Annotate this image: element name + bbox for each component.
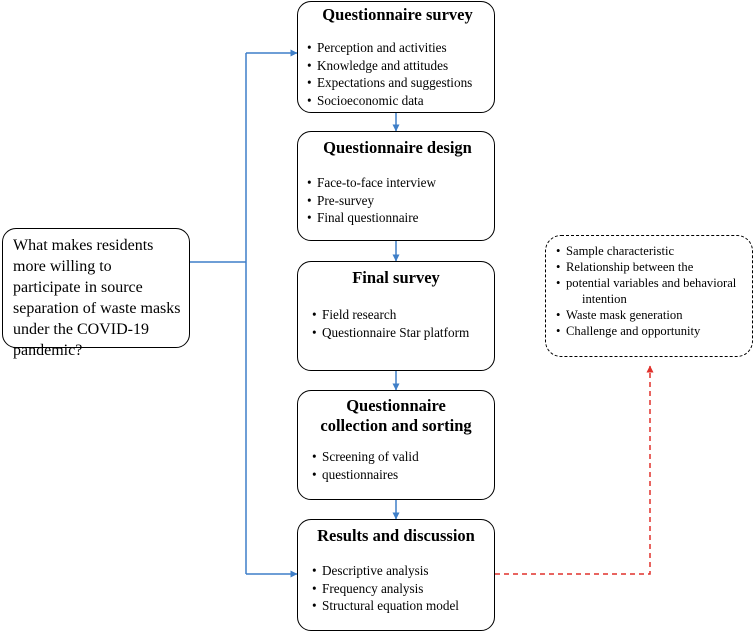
list-item: Field research [312,306,488,324]
outcome-item-continued: potential variables and behavioral [556,275,744,291]
outcomes-box: Sample characteristic Relationship betwe… [545,235,753,357]
list-item: Frequency analysis [312,580,488,598]
outcome-item: Waste mask generation [556,307,744,323]
step-title-line-2: collection and sorting [320,416,472,435]
list-item: Socioeconomic data [307,92,488,110]
list-item-continued: questionnaires [312,466,488,484]
list-item: Knowledge and attitudes [307,57,488,75]
outcome-item-continued: intention [582,292,627,306]
list-item: Final questionnaire [307,209,488,227]
research-question-text: What makes residents more willing to par… [13,237,181,359]
step-final-survey: Final survey Field research Questionnair… [297,261,495,371]
list-item: Perception and activities [307,39,488,57]
list-item: Screening of valid [312,448,488,466]
list-item: Face-to-face interview [307,174,488,192]
feedback-dashed-arrow [495,365,654,575]
step-results-discussion: Results and discussion Descriptive analy… [297,519,495,631]
list-item: Descriptive analysis [312,562,488,580]
research-question-box: What makes residents more willing to par… [2,228,190,359]
list-item: Expectations and suggestions [307,74,488,92]
step-title-line-1: Questionnaire [346,396,446,415]
step-collection-sorting: Questionnaire collection and sorting Scr… [297,390,495,500]
step-questionnaire-design: Questionnaire design Face-to-face interv… [297,131,495,241]
step-title: Results and discussion [317,526,475,545]
outcome-item: Sample characteristic [556,243,744,259]
step-title: Final survey [352,268,440,287]
list-item: Structural equation model [312,597,488,615]
step-title: Questionnaire design [323,138,472,157]
outcome-item: Relationship between the [556,259,744,275]
list-item: Questionnaire Star platform [312,324,488,342]
step-questionnaire-survey: Questionnaire survey Perception and acti… [297,1,495,113]
outcome-item: Challenge and opportunity [556,323,744,339]
step-title: Questionnaire survey [322,5,473,24]
list-item: Pre-survey [307,192,488,210]
